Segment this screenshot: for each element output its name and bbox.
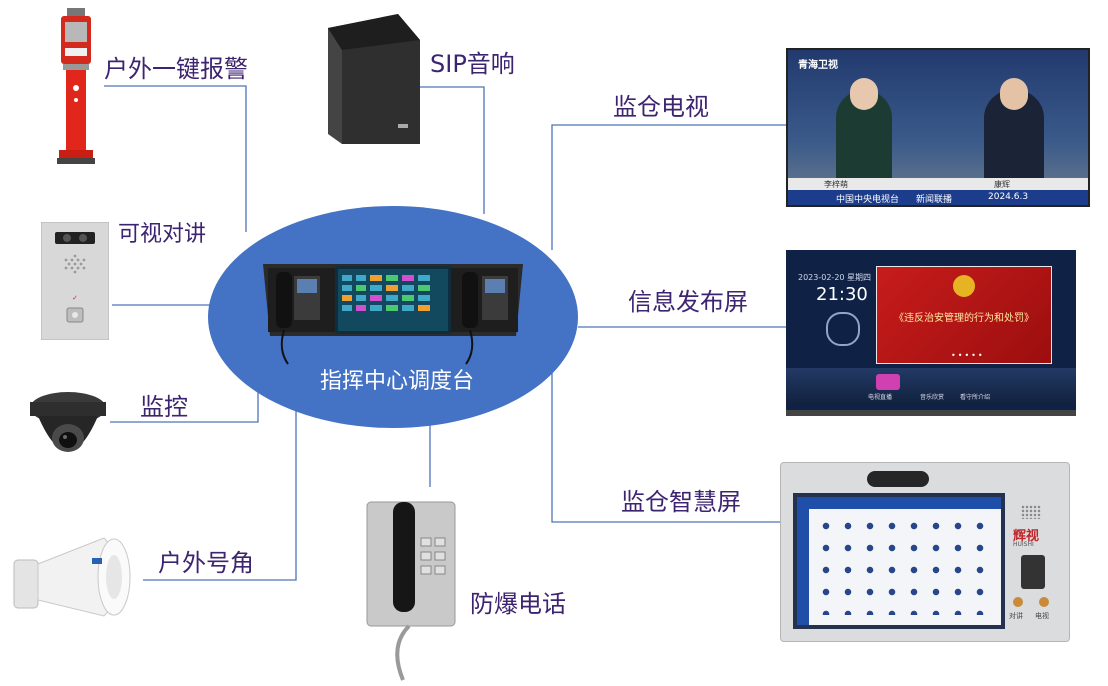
info-banner-title: 《违反治安管理的行为和处罚》 — [894, 313, 1034, 324]
sip-speaker-image — [328, 14, 420, 144]
tv-anchor-left-name: 李梓萌 — [824, 180, 848, 189]
hub-label: 指挥中心调度台 — [319, 369, 474, 394]
explosion-proof-phone-image — [366, 501, 456, 681]
dome-camera-image — [30, 392, 106, 452]
link-monitoring — [110, 388, 259, 423]
link-smart-screen — [551, 370, 784, 523]
smart-brand-en: HUISHI — [1013, 541, 1034, 548]
label-smart-screen: 监仓智慧屏 — [621, 488, 741, 516]
info-tab-3: 看守所介绍 — [960, 394, 991, 401]
link-outdoor-alarm — [104, 85, 247, 232]
link-cell-tv — [551, 124, 786, 250]
link-outdoor-horn — [143, 410, 297, 581]
video-intercom-panel-image: ✓ — [41, 222, 109, 340]
label-info-screen: 信息发布屏 — [628, 288, 748, 316]
label-outdoor-horn: 户外号角 — [158, 549, 254, 577]
tv-ticker-left: 中国中央电视台 — [836, 195, 900, 205]
label-cell-tv: 监仓电视 — [613, 93, 709, 121]
info-display-screen-image: 2023-02-20 星期四 21:30 《违反治安管理的行为和处罚》 ••••… — [786, 250, 1076, 416]
smart-screen-terminal-image: 辉视 HUISHI 对讲 电视 — [780, 462, 1070, 642]
label-video-intercom: 可视对讲 — [118, 222, 207, 247]
link-sip-speaker — [420, 86, 485, 214]
outdoor-alarm-pole-image — [57, 8, 95, 164]
info-tab-1: 电视直播 — [868, 394, 893, 401]
label-explosion-phone: 防爆电话 — [470, 590, 566, 618]
label-monitoring: 监控 — [140, 393, 188, 421]
svg-text:✓: ✓ — [72, 294, 78, 302]
horn-speaker-image — [13, 537, 131, 617]
info-date: 2023-02-20 星期四 — [798, 273, 872, 282]
tv-ticker-mid: 新闻联播 — [916, 195, 953, 205]
smart-btn-intercom: 对讲 — [1009, 612, 1023, 620]
tv-anchor-right-name: 康辉 — [994, 180, 1010, 189]
smart-btn-tv: 电视 — [1035, 612, 1049, 620]
info-clock: 21:30 — [816, 284, 868, 305]
tv-ticker-date: 2024.6.3 — [988, 192, 1029, 202]
dispatch-console-image — [263, 264, 523, 365]
smart-brand-cn: 辉视 — [1013, 529, 1040, 544]
label-outdoor-alarm: 户外一键报警 — [104, 55, 248, 83]
label-sip-speaker: SIP音响 — [430, 50, 515, 78]
info-tab-2: 音乐欣赏 — [920, 394, 945, 401]
cell-tv-image: 青海卫视 李梓萌 康辉 中国中央电视台 新闻联播 2024.6.3 — [786, 48, 1090, 207]
tv-channel-logo: 青海卫视 — [798, 60, 838, 71]
